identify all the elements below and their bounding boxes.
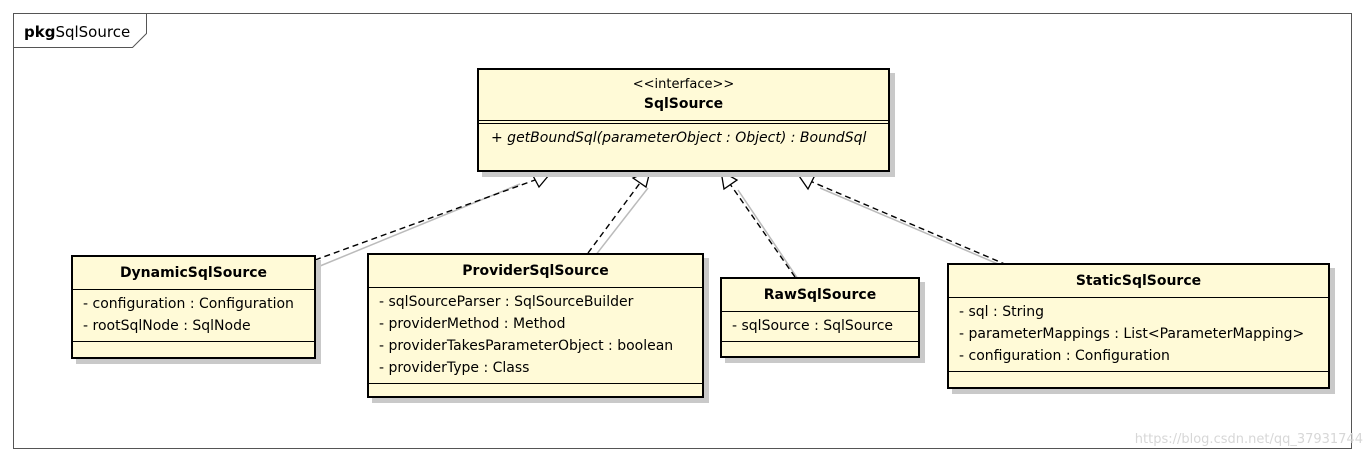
attribute-compartment: - sqlSource : SqlSource	[722, 312, 918, 342]
operation-compartment: + getBoundSql(parameterObject : Object) …	[479, 124, 888, 152]
attribute-row: - sqlSourceParser : SqlSourceBuilder	[379, 294, 634, 310]
package-keyword: pkg	[24, 23, 56, 41]
realization-static	[809, 180, 1008, 266]
realization-shadow	[737, 189, 801, 283]
attribute-row: - parameterMappings : List<ParameterMapp…	[959, 326, 1305, 342]
attribute-row: - sqlSource : SqlSource	[732, 318, 894, 334]
class-name: ProviderSqlSource	[462, 263, 609, 279]
attribute-row: - providerTakesParameterObject : boolean	[379, 338, 674, 354]
realization-arrowhead	[529, 171, 551, 189]
class-name: RawSqlSource	[763, 287, 877, 303]
attribute-compartment: - configuration : Configuration - rootSq…	[73, 290, 314, 342]
class-header: RawSqlSource	[722, 279, 918, 312]
attribute-row: - providerType : Class	[379, 360, 530, 376]
class-name: SqlSource	[643, 96, 724, 112]
realization-dynamic	[314, 179, 536, 261]
class-staticsqlsource[interactable]: StaticSqlSource - sql : String - paramet…	[947, 263, 1330, 389]
realization-shadow	[594, 187, 649, 257]
operation-compartment	[722, 342, 918, 354]
class-name: DynamicSqlSource	[119, 265, 268, 281]
operation-compartment	[73, 342, 314, 354]
attribute-compartment: - sql : String - parameterMappings : Lis…	[949, 298, 1328, 372]
realization-shadow	[819, 187, 1013, 271]
attribute-row: - providerMethod : Method	[379, 316, 566, 332]
package-frame	[13, 13, 1352, 449]
attribute-row: - configuration : Configuration	[959, 348, 1170, 364]
realization-arrowhead	[720, 169, 739, 191]
attribute-row: - rootSqlNode : SqlNode	[83, 318, 251, 334]
class-name: StaticSqlSource	[1075, 273, 1202, 289]
class-providersqlsource[interactable]: ProviderSqlSource - sqlSourceParser : Sq…	[367, 253, 704, 398]
stereotype-label: <<interface>>	[632, 77, 735, 92]
attribute-row: - sql : String	[959, 304, 1044, 320]
attribute-compartment	[479, 121, 888, 124]
interface-sqlsource[interactable]: <<interface>> SqlSource + getBoundSql(pa…	[477, 68, 890, 172]
class-header: <<interface>> SqlSource	[479, 70, 888, 121]
realization-arrowhead	[631, 169, 651, 189]
operation-row: + getBoundSql(parameterObject : Object) …	[491, 130, 867, 146]
operation-compartment	[949, 372, 1328, 384]
operation-compartment	[369, 384, 702, 396]
attribute-row: - configuration : Configuration	[83, 296, 294, 312]
class-header: StaticSqlSource	[949, 265, 1328, 298]
package-tab	[13, 13, 147, 48]
class-rawsqlsource[interactable]: RawSqlSource - sqlSource : SqlSource	[720, 277, 920, 358]
class-header: DynamicSqlSource	[73, 257, 314, 290]
package-name: SqlSource	[55, 23, 131, 41]
class-dynamicsqlsource[interactable]: DynamicSqlSource - configuration : Confi…	[71, 255, 316, 359]
realization-raw	[729, 183, 796, 278]
package-label: pkgSqlSource	[24, 22, 130, 42]
watermark-text: https://blog.csdn.net/qq_37931744	[1134, 432, 1363, 447]
class-header: ProviderSqlSource	[369, 255, 702, 288]
realization-arrowhead	[795, 172, 816, 191]
realization-provider	[587, 182, 641, 254]
attribute-compartment: - sqlSourceParser : SqlSourceBuilder - p…	[369, 288, 702, 384]
